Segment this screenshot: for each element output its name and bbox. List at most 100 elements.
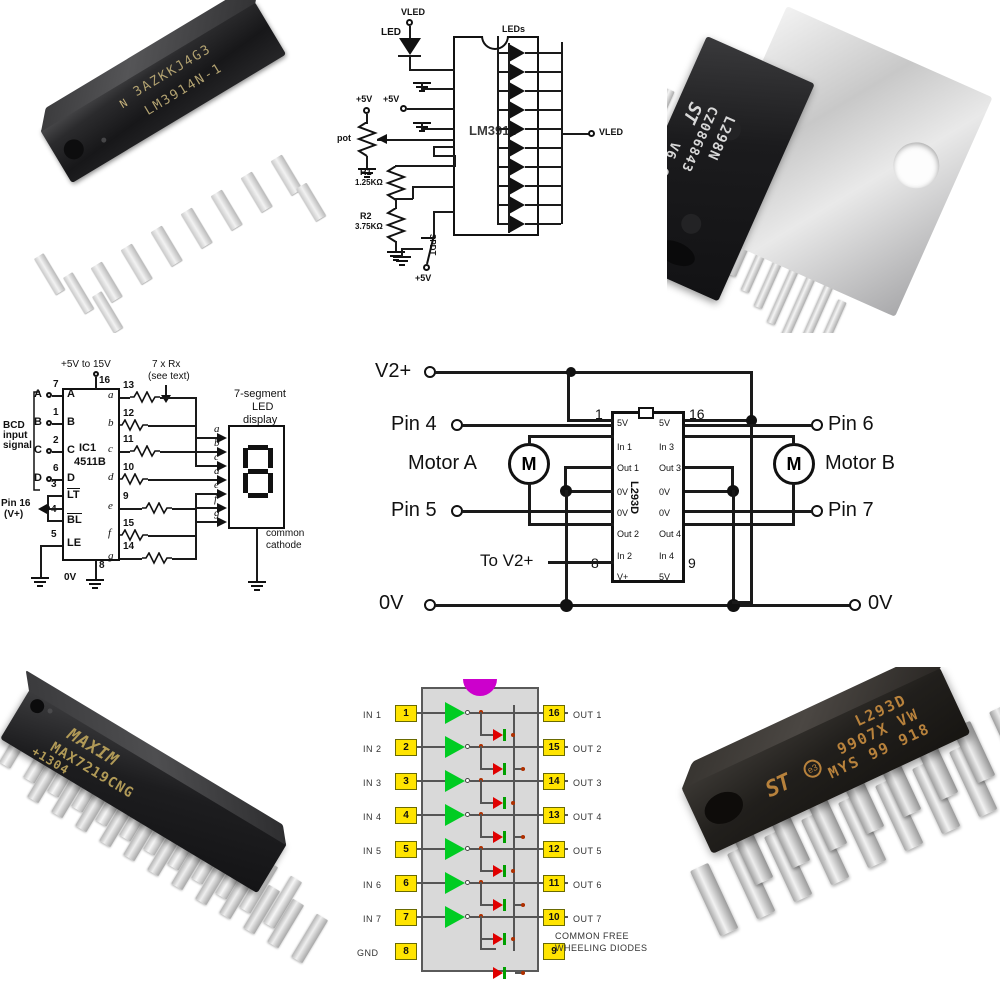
inverter-bubble-icon [465,710,470,715]
uln-right-pin-box[interactable]: 9 [543,943,565,960]
common-diode-rail [513,705,515,951]
led-symbol [509,63,525,81]
ic-notch [699,785,749,830]
segment-output-pin: 13 [123,380,135,391]
uln-left-label: IN 7 [363,914,382,924]
uln-right-pin-box[interactable]: 14 [543,773,565,790]
uln-left-pin-box[interactable]: 1 [395,705,417,722]
display-title-3: display [243,414,278,426]
ground-symbol [248,581,266,593]
spdt-label: SPDT [428,234,437,256]
leds-label: LEDs [502,24,526,34]
bcd-input-name: C [34,444,42,456]
spdt-terminal [423,264,430,271]
uln-left-pin-box[interactable]: 6 [395,875,417,892]
freewheeling-diode-icon [493,967,515,980]
panel-max7219-photo: MAXIM MAX7219CNG +1304 [0,667,333,1000]
mounting-hole [885,135,947,196]
common-note-1: common [266,528,305,539]
spdt-switch-symbol [421,234,435,265]
inverter-bubble-icon [465,744,470,749]
bcd-input-pin: 1 [53,407,59,418]
rx-resistor-symbol [130,445,160,458]
uln-left-pin-box[interactable]: 4 [395,807,417,824]
inverter-bubble-icon [465,778,470,783]
ic-pin [988,703,1000,767]
uln-left-pin-box[interactable]: 7 [395,909,417,926]
led-symbol [509,120,525,138]
uln-right-label: OUT 6 [573,880,602,890]
uln-left-pin-box[interactable]: 2 [395,739,417,756]
uln2003-diagram: IN 1 1 16 OUT 1 IN 2 2 [333,667,667,1000]
junction-dot [521,971,525,975]
rx-note-line2: (see text) [148,371,190,382]
bcd-input-pin: 7 [53,379,59,390]
bcd-input-name: B [34,416,42,428]
bcd-input-name: D [34,472,42,484]
ic-pin [210,189,243,231]
bcd-note-line3: signal [3,440,32,451]
pin-number-16: 16 [689,406,705,422]
uln-right-label: OUT 2 [573,744,602,754]
freewheeling-diode-icon [493,865,515,878]
led-symbol [509,158,525,176]
junction-dot [511,733,515,737]
r1-symbol [385,166,407,201]
pin-number-9: 9 [688,555,696,571]
uln-right-pin-box[interactable]: 15 [543,739,565,756]
gnd-label: 0V [64,572,77,583]
bcd-input-terminal [46,448,52,454]
display-input-arrow [217,433,227,443]
ground-symbol [86,579,104,591]
junction-dot [511,801,515,805]
panel-lm3914-schematic: LM3914 VLED LED +5V +5V [333,0,667,333]
r2-name: R2 [360,211,372,221]
uln-right-pin-box[interactable]: 11 [543,875,565,892]
lm3914-circuit: LM3914 VLED LED +5V +5V [333,0,667,333]
uln-left-pin-box[interactable]: 5 [395,841,417,858]
uln-right-pin-box[interactable]: 12 [543,841,565,858]
uln-right-pin-box[interactable]: 16 [543,705,565,722]
uln-left-pin-box[interactable]: 8 [395,943,417,960]
buffer-icon [445,804,465,826]
uln-right-label: OUT 3 [573,778,602,788]
panel-l298n-photo: ST L298N CZ086843 V6 CZ MAR [667,0,1000,333]
r2-symbol [385,208,407,243]
display-input-arrow [217,475,227,485]
bcd-input-pin: 6 [53,463,59,474]
max7219-package: MAXIM MAX7219CNG +1304 [0,667,333,1000]
segment-d [248,493,268,498]
display-input-arrow [217,503,227,513]
r1-value: 1.25KΩ [355,178,383,187]
ground-symbol [31,577,49,589]
display-title-2: LED [252,401,274,413]
display-input-name: a [214,423,220,435]
segment-a [248,445,268,450]
uln-left-label: IN 5 [363,846,382,856]
ic-pin [33,253,66,295]
uln-left-label: IN 2 [363,744,382,754]
l298n-package: ST L298N CZ086843 V6 CZ MAR [667,0,1000,333]
l293d-right-pin-label: 5V [659,572,671,582]
l293d-left-pin-label: 5V [617,418,629,428]
uln-right-pin-box[interactable]: 10 [543,909,565,926]
display-input-arrow [217,489,227,499]
uln-left-pin-box[interactable]: 3 [395,773,417,790]
bcd-input-ic-pin-name: B [67,416,75,428]
ic-notch-marker [638,407,654,419]
l293d-left-pin-label: Out 2 [617,529,640,539]
ic1-outline [62,388,120,561]
uln-right-pin-box[interactable]: 13 [543,807,565,824]
display-input-name: f [214,493,218,505]
display-input-name: c [214,451,219,463]
rx-resistor-symbol [118,473,148,486]
control-pin-number: 4 [51,505,57,515]
l293d-left-pin-label: 0V [617,487,629,497]
uln-right-label: OUT 7 [573,914,602,924]
buffer-icon [445,770,465,792]
pin7-label: Pin 7 [828,499,874,521]
bcd-input-ic-pin-name: C [67,444,75,456]
pin9-note-line1: COMMON FREE [555,931,629,941]
display-input-name: e [214,479,219,491]
